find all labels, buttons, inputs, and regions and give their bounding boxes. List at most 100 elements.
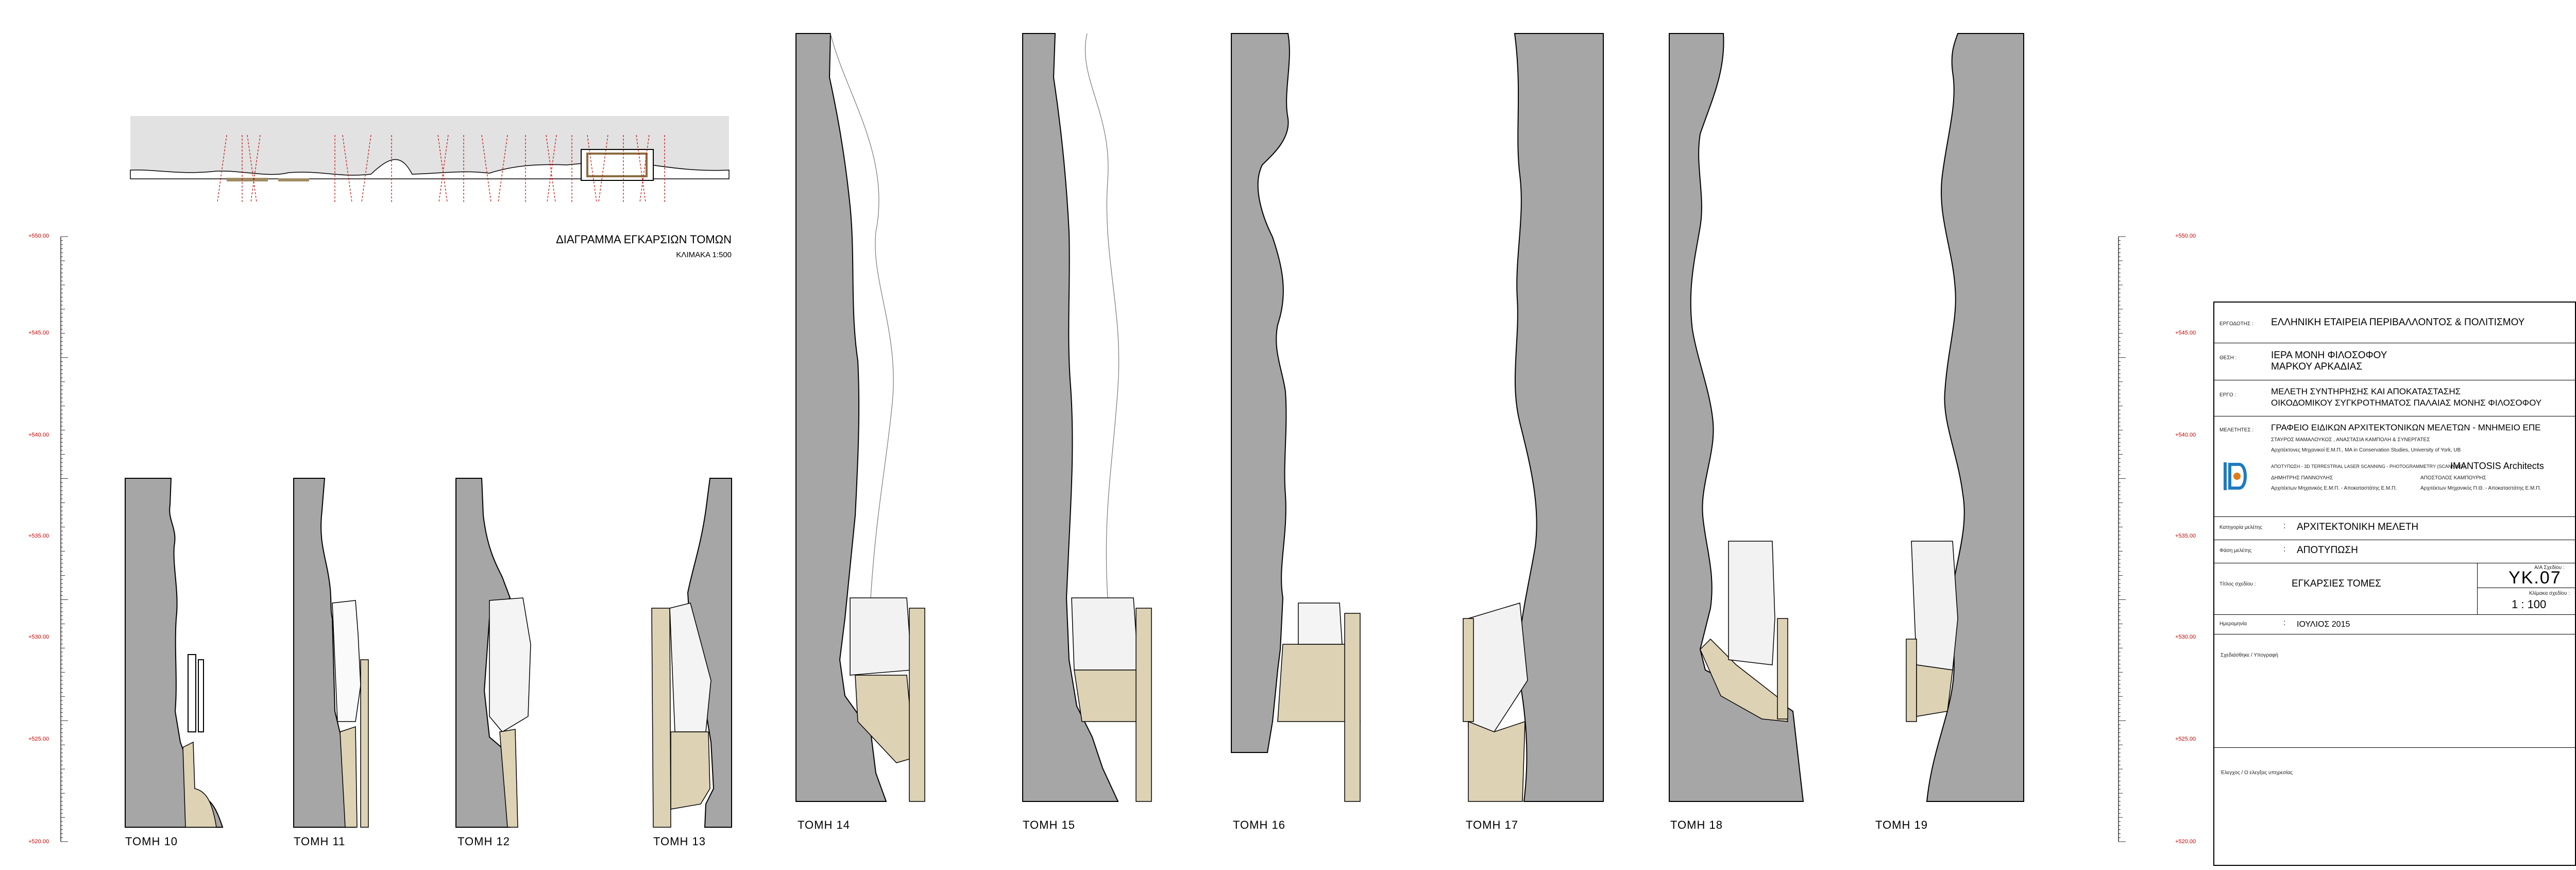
section-label-13: ΤΟΜΗ 13 <box>653 835 706 848</box>
tb-colon: : <box>2283 618 2286 627</box>
elevation-label: +530.00 <box>2175 634 2196 640</box>
section-cut-line <box>361 135 371 203</box>
section-16 <box>1231 33 1604 802</box>
tb-site-line1: ΙΕΡΑ ΜΟΝΗ ΦΙΛΟΣΟΦΟΥ <box>2271 350 2387 361</box>
masonry-wall <box>669 603 711 732</box>
tb-phase: ΑΠΟΤΥΠΩΣΗ <box>2297 545 2358 556</box>
section-label-16: ΤΟΜΗ 16 <box>1233 818 1285 831</box>
rock-mass <box>687 478 732 828</box>
elevation-ruler-right <box>2118 236 2126 842</box>
elevation-label: +525.00 <box>28 736 49 742</box>
section-cut-line <box>546 135 556 203</box>
tb-colon: : <box>2283 522 2286 530</box>
tb-drawing-no-cell: Α/Α Σχεδίου : ΥΚ.07 Κλίμακα σχεδίου : 1 … <box>2477 563 2576 614</box>
wall-section <box>360 659 369 828</box>
masonry-wall <box>489 597 531 732</box>
tb-drawing-title: ΕΓΚΑΡΣΙΕΣ ΤΟΜΕΣ <box>2292 578 2381 589</box>
wall-section <box>909 608 925 802</box>
rock-mass-left <box>1231 33 1290 753</box>
tb-office: ΓΡΑΦΕΙΟ ΕΙΔΙΚΩΝ ΑΡΧΙΤΕΚΤΟΝΙΚΩΝ ΜΕΛΕΤΩΝ -… <box>2271 423 2541 432</box>
section-17 <box>1463 603 1528 802</box>
tb-colon: : <box>2283 545 2286 554</box>
section-label-15: ΤΟΜΗ 15 <box>1023 818 1075 831</box>
tb-checked-label: Έλεγχος / Ο ελεγξας υπηρεσίας <box>2221 770 2293 776</box>
masonry-wall <box>1911 541 1958 671</box>
section-label-14: ΤΟΜΗ 14 <box>798 818 850 831</box>
elevation-label: +540.00 <box>28 432 49 438</box>
masonry-pier <box>188 654 204 732</box>
section-cut-line <box>587 135 597 203</box>
section-cut-line <box>598 135 608 203</box>
elevation-ruler-left <box>60 236 68 842</box>
section-13 <box>651 478 732 828</box>
masonry-wall <box>1728 541 1775 665</box>
section-label-10: ΤΟΜΗ 10 <box>125 835 178 848</box>
imantosis-logo <box>2222 458 2250 495</box>
key-plan-building-inner <box>586 153 648 177</box>
tb-client-row: ΕΡΓΟΔΟΤΗΣ : ΕΛΛΗΝΙΚΗ ΕΤΑΙΡΕΙΑ ΠΕΡΙΒΑΛΛΟΝ… <box>2214 303 2575 343</box>
section-cut-line <box>437 135 448 203</box>
section-18 <box>1669 33 1804 802</box>
elevation-label: +545.00 <box>28 330 49 336</box>
section-cut-line <box>217 135 227 203</box>
section-10 <box>125 478 224 828</box>
key-plan-title: ΔΙΑΓΡΑΜΜΑ ΕΓΚΑΡΣΙΩΝ ΤΟΜΩΝ <box>556 233 732 246</box>
profile-line <box>1084 33 1120 598</box>
section-label-17: ΤΟΜΗ 17 <box>1466 818 1518 831</box>
wall-section <box>651 608 671 828</box>
fill-area <box>1916 664 1953 717</box>
tb-phase-label: Φάση μελέτης <box>2219 548 2252 554</box>
rock-notch <box>1723 34 1739 51</box>
fill-area <box>340 726 358 828</box>
tb-client: ΕΛΛΗΝΙΚΗ ΕΤΑΙΡΕΙΑ ΠΕΡΙΒΑΛΛΟΝΤΟΣ & ΠΟΛΙΤΙ… <box>2271 317 2525 328</box>
tb-project-row: ΕΡΓΟ : ΜΕΛΕΤΗ ΣΥΝΤΗΡΗΣΗΣ ΚΑΙ ΑΠΟΚΑΤΑΣΤΑΣ… <box>2214 380 2575 416</box>
section-cut-line <box>547 135 557 203</box>
tb-survey-company: IMANTOSIS Architects <box>2450 461 2544 471</box>
tb-project-label: ΕΡΓΟ : <box>2219 392 2236 398</box>
tb-site-label: ΘΕΣΗ : <box>2219 355 2237 361</box>
tb-scale: 1 : 100 <box>2512 598 2547 611</box>
profile-line <box>830 33 894 598</box>
elevation-label: +535.00 <box>28 533 49 539</box>
tb-category-label: Κατηγορία μελέτης <box>2219 525 2262 530</box>
tb-designers-label: ΜΕΛΕΤΗΤΕΣ : <box>2219 427 2254 433</box>
section-cut-line <box>639 135 650 203</box>
rock-mass <box>1022 33 1119 802</box>
fill-area <box>1468 721 1526 802</box>
elevation-label: +520.00 <box>2175 839 2196 845</box>
masonry-wall <box>1468 603 1528 732</box>
wall-section <box>1777 618 1788 720</box>
fill-area <box>855 675 915 763</box>
title-block: ΕΡΓΟΔΟΤΗΣ : ΕΛΛΗΝΙΚΗ ΕΤΑΙΡΕΙΑ ΠΕΡΙΒΑΛΛΟΝ… <box>2213 302 2576 866</box>
key-plan-walls <box>227 178 309 181</box>
tb-site-line2: ΜΑΡΚΟΥ ΑΡΚΑΔΙΑΣ <box>2271 361 2363 372</box>
elevation-label: +540.00 <box>2175 432 2196 438</box>
wall-section <box>1463 618 1474 722</box>
section-label-12: ΤΟΜΗ 12 <box>457 835 510 848</box>
tb-phase-row: Φάση μελέτης : ΑΠΟΤΥΠΩΣΗ <box>2214 540 2575 563</box>
tb-office-people-titles: Αρχιτέκτονες Μηχανικοί Ε.Μ.Π., ΜΑ in Con… <box>2271 447 2461 453</box>
tb-drawing-row: Τίτλος σχεδίου : ΕΓΚΑΡΣΙΕΣ ΤΟΜΕΣ Α/Α Σχε… <box>2214 563 2576 615</box>
section-cut-line <box>438 135 449 203</box>
section-cut-line <box>481 135 492 203</box>
tb-drawn-label: Σχεδιάσθηκε / Υπογραφή <box>2221 652 2278 658</box>
tb-project-line2: ΟΙΚΟΔΟΜΙΚΟΥ ΣΥΓΚΡΟΤΗΜΑΤΟΣ ΠΑΛΑΙΑΣ ΜΟΝΗΣ … <box>2271 398 2542 408</box>
fill-area <box>670 731 710 810</box>
section-label-19: ΤΟΜΗ 19 <box>1875 818 1928 831</box>
section-cut-line <box>636 135 646 203</box>
masonry-wall <box>332 600 361 722</box>
fill-area <box>182 741 217 828</box>
section-19 <box>1906 33 2024 802</box>
section-cut-line <box>247 135 257 203</box>
elevation-label: +520.00 <box>28 839 49 845</box>
elevation-label: +545.00 <box>2175 330 2196 336</box>
tb-project-line1: ΜΕΛΕΤΗ ΣΥΝΤΗΡΗΣΗΣ ΚΑΙ ΑΠΟΚΑΤΑΣΤΑΣΗΣ <box>2271 387 2461 396</box>
fill-area <box>499 729 518 828</box>
section-11 <box>293 478 369 828</box>
key-plan-scale: ΚΛΙΜΑΚΑ 1:500 <box>676 250 732 259</box>
wall-section <box>1344 613 1361 802</box>
tb-designers-row: ΜΕΛΕΤΗΤΕΣ : ΓΡΑΦΕΙΟ ΕΙΔΙΚΩΝ ΑΡΧΙΤΕΚΤΟΝΙΚ… <box>2214 416 2575 517</box>
tb-survey-person1: ΔΗΜΗΤΡΗΣ ΠΑΝΝΟΥΛΗΣ <box>2271 475 2333 481</box>
tb-date-label: Ημερομηνία <box>2219 621 2247 627</box>
